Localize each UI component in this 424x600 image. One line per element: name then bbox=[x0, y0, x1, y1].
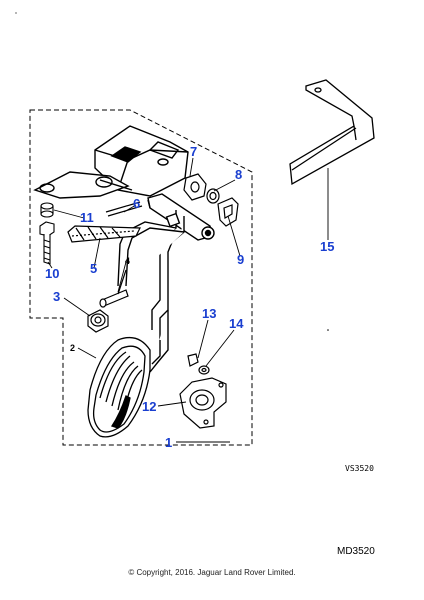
assembly-boundary bbox=[29, 109, 253, 446]
copyright-notice: © Copyright, 2016. Jaguar Land Rover Lim… bbox=[128, 568, 296, 577]
callout-11: 11 bbox=[80, 210, 94, 225]
callout-9: 9 bbox=[237, 252, 244, 267]
callout-4: 4 bbox=[125, 256, 130, 266]
callout-7: 7 bbox=[190, 144, 197, 159]
bush bbox=[87, 309, 109, 333]
callout-5: 5 bbox=[90, 261, 97, 276]
pedal-bracket bbox=[33, 125, 189, 199]
mounting-bracket bbox=[289, 79, 375, 186]
stop-bracket bbox=[179, 353, 227, 429]
washer-clip-set bbox=[183, 173, 239, 227]
callout-8: 8 bbox=[235, 167, 242, 182]
callout-14: 14 bbox=[229, 316, 244, 331]
callout-15: 15 bbox=[320, 239, 334, 254]
stray-mark bbox=[327, 329, 329, 331]
return-spring bbox=[67, 225, 141, 243]
pedal-arm bbox=[117, 193, 215, 373]
stray-mark-corner bbox=[15, 12, 17, 14]
leader-lines bbox=[47, 157, 329, 443]
clevis-pin bbox=[99, 269, 129, 308]
callout-13: 13 bbox=[202, 306, 216, 321]
callout-12: 12 bbox=[142, 399, 156, 414]
callout-2: 2 bbox=[70, 343, 75, 353]
pedal-pad bbox=[87, 336, 151, 438]
callout-10: 10 bbox=[45, 266, 59, 281]
callout-3: 3 bbox=[53, 289, 60, 304]
callout-6: 6 bbox=[133, 196, 140, 211]
callout-1: 1 bbox=[165, 435, 172, 450]
illustration-code: VS3520 bbox=[345, 464, 374, 473]
page-code: MD3520 bbox=[337, 546, 375, 557]
bolt bbox=[39, 202, 55, 265]
